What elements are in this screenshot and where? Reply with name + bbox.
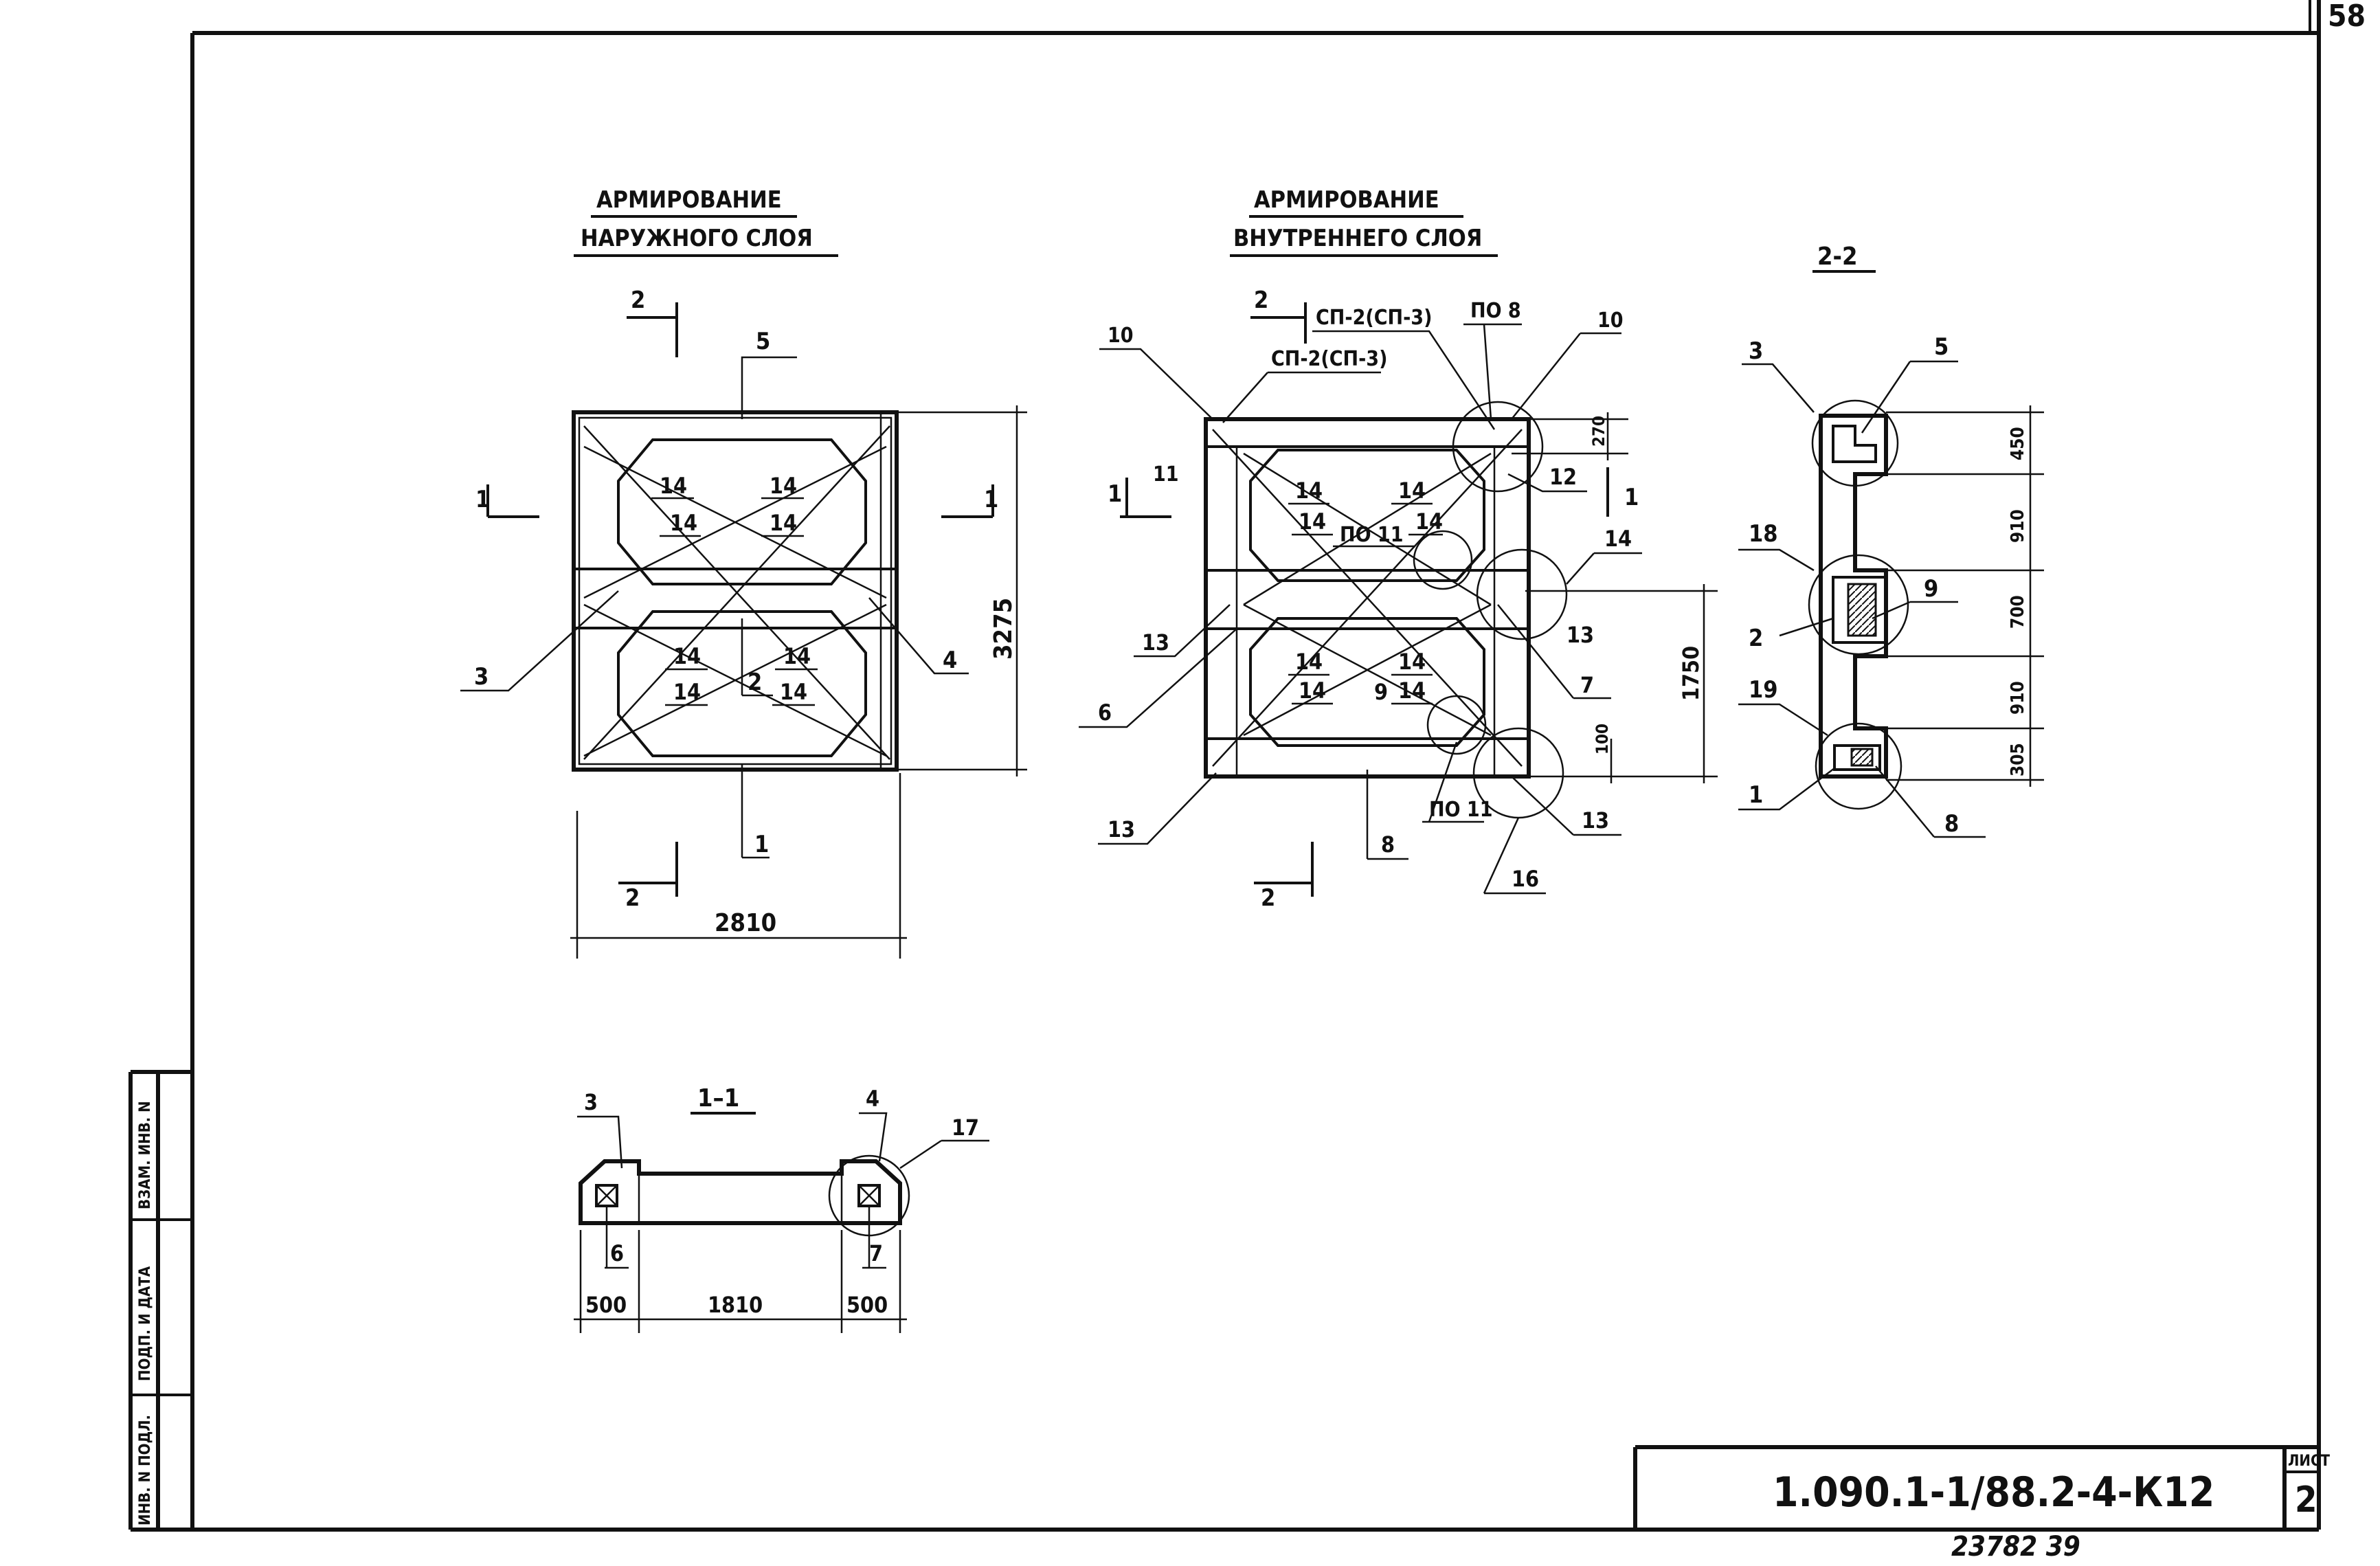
outer-section-1-left: 1 [475, 486, 490, 513]
inner-mark-14: 14 [1299, 508, 1326, 535]
title-block: ЛИСТ 2 1.090.1-1/88.2-4-К12 23782 39 [1633, 1445, 2331, 1563]
inner-dim-270: 270 [1589, 416, 1608, 447]
inner-mark-13-right-top: 13 [1567, 622, 1594, 648]
sheet-frame: 58 [131, 0, 2366, 1532]
section22-mark-2: 2 [1749, 625, 1763, 652]
section22-dim-910-bottom: 910 [2008, 681, 2028, 715]
section11-mark-6: 6 [610, 1240, 624, 1266]
inner-section-1-left: 1 [1108, 480, 1122, 508]
section11-mark-7: 7 [869, 1240, 883, 1266]
outer-mark-14: 14 [783, 643, 811, 669]
inner-sp-mid: СП-2(СП-3) [1271, 347, 1387, 371]
section11-dim-1810: 1810 [708, 1292, 763, 1318]
section11-mark-17: 17 [952, 1115, 979, 1141]
inner-layer-view: АРМИРОВАНИЕ ВНУТРЕННЕГО СЛОЯ 14 14 14 14… [1079, 186, 1718, 912]
section11-dim-500-right: 500 [846, 1292, 888, 1318]
inner-po11-bottom: ПО 11 [1429, 798, 1492, 822]
outer-mark-14: 14 [770, 473, 797, 499]
section-1-1: 1–1 3 4 17 6 7 500 1810 500 [574, 1084, 989, 1333]
section22-mark-1: 1 [1749, 781, 1763, 809]
section22-mark-5: 5 [1934, 333, 1949, 361]
sheet-designation: 1.090.1-1/88.2-4-К12 [1773, 1468, 2214, 1517]
outer-mark-14: 14 [673, 679, 701, 705]
outer-mark-5: 5 [756, 328, 770, 355]
inner-title-1: АРМИРОВАНИЕ [1254, 186, 1439, 214]
outer-mark-14: 14 [660, 473, 687, 499]
inner-mark-13-right-bottom: 13 [1582, 807, 1609, 834]
inner-dim-100: 100 [1593, 724, 1612, 754]
inner-mark-7: 7 [1580, 672, 1594, 698]
inner-section-2-top: 2 [1254, 287, 1268, 314]
section22-dim-450: 450 [2008, 427, 2028, 460]
outer-dim-width: 2810 [715, 909, 776, 937]
outer-mark-3: 3 [474, 663, 489, 691]
inner-mark-14: 14 [1415, 508, 1443, 535]
outer-section-2-bottom: 2 [625, 884, 640, 912]
inner-sp-top: СП-2(СП-3) [1316, 306, 1432, 330]
outer-mark-14: 14 [670, 510, 697, 536]
inner-mark-8: 8 [1381, 831, 1395, 858]
outer-title-1: АРМИРОВАНИЕ [596, 186, 782, 214]
inner-mark-14: 14 [1295, 649, 1323, 675]
outer-layer-view: АРМИРОВАНИЕ НАРУЖНОГО СЛОЯ 14 14 14 14 1… [460, 186, 1027, 959]
section22-dim-910-top: 910 [2008, 509, 2028, 543]
inner-mark-14: 14 [1299, 678, 1326, 704]
inner-mark-13-left-top: 13 [1142, 629, 1169, 656]
section22-mark-3: 3 [1749, 337, 1763, 365]
section22-mark-9: 9 [1924, 575, 1938, 603]
inner-mark-14-right: 14 [1604, 526, 1632, 552]
outer-mark-2-mid: 2 [748, 669, 762, 696]
section11-mark-3: 3 [584, 1089, 598, 1115]
outer-14-labels: 14 14 14 14 14 14 14 14 [651, 473, 818, 706]
inner-mark-13-left-bottom: 13 [1108, 816, 1135, 842]
inner-mark-9: 9 [1374, 679, 1388, 705]
inner-po8: ПО 8 [1470, 299, 1521, 323]
outer-mark-14: 14 [673, 643, 701, 669]
section-2-2: 2-2 450 910 700 910 305 3 5 18 9 2 19 [1738, 243, 2044, 838]
section22-dim-305: 305 [2008, 743, 2028, 776]
outer-mark-14: 14 [780, 679, 807, 705]
archive-number: 23782 39 [1951, 1531, 2080, 1563]
section22-dim-700: 700 [2008, 595, 2028, 629]
inner-mark-10-left: 10 [1108, 324, 1134, 348]
section22-mark-19: 19 [1749, 676, 1778, 704]
side-stamp: ИНВ. N ПОДЛ. ПОДП. И ДАТА ВЗАМ. ИНВ. N [128, 1070, 192, 1530]
inner-mark-11: 11 [1153, 462, 1179, 486]
side-cell-sign: ПОДП. И ДАТА [137, 1266, 154, 1381]
inner-mark-14: 14 [1398, 478, 1426, 504]
inner-po11-top: ПО 11 [1340, 523, 1403, 547]
page-number-corner: 58 [2328, 0, 2366, 34]
inner-section-2-bottom: 2 [1261, 884, 1275, 912]
section22-mark-18: 18 [1749, 520, 1778, 548]
list-label: ЛИСТ [2288, 1453, 2331, 1470]
section11-title: 1–1 [697, 1084, 739, 1112]
outer-mark-4: 4 [943, 647, 957, 674]
outer-section-2-top: 2 [631, 287, 645, 314]
inner-mark-14: 14 [1295, 478, 1323, 504]
outer-mark-1: 1 [754, 831, 769, 858]
inner-dim-1750: 1750 [1678, 646, 1704, 701]
outer-title-2: НАРУЖНОГО СЛОЯ [581, 225, 813, 252]
section22-title: 2-2 [1817, 243, 1858, 271]
inner-mark-12: 12 [1549, 464, 1577, 490]
outer-mark-14: 14 [770, 510, 797, 536]
section22-mark-8: 8 [1944, 810, 1959, 838]
side-cell-replace: ВЗАМ. ИНВ. N [137, 1101, 154, 1209]
outer-dim-height: 3275 [989, 598, 1018, 660]
section11-dim-500-left: 500 [585, 1292, 627, 1318]
inner-mark-14: 14 [1398, 649, 1426, 675]
side-cell-inv: ИНВ. N ПОДЛ. [137, 1415, 154, 1525]
inner-mark-16: 16 [1512, 866, 1539, 892]
inner-mark-14: 14 [1398, 678, 1426, 704]
inner-section-1-right: 1 [1624, 484, 1639, 511]
inner-mark-10-right: 10 [1597, 309, 1624, 333]
inner-title-2: ВНУТРЕННЕГО СЛОЯ [1233, 225, 1482, 252]
inner-mark-6: 6 [1098, 700, 1112, 726]
list-number: 2 [2295, 1479, 2317, 1521]
outer-section-1-right: 1 [984, 486, 998, 513]
section11-mark-4: 4 [866, 1086, 879, 1112]
